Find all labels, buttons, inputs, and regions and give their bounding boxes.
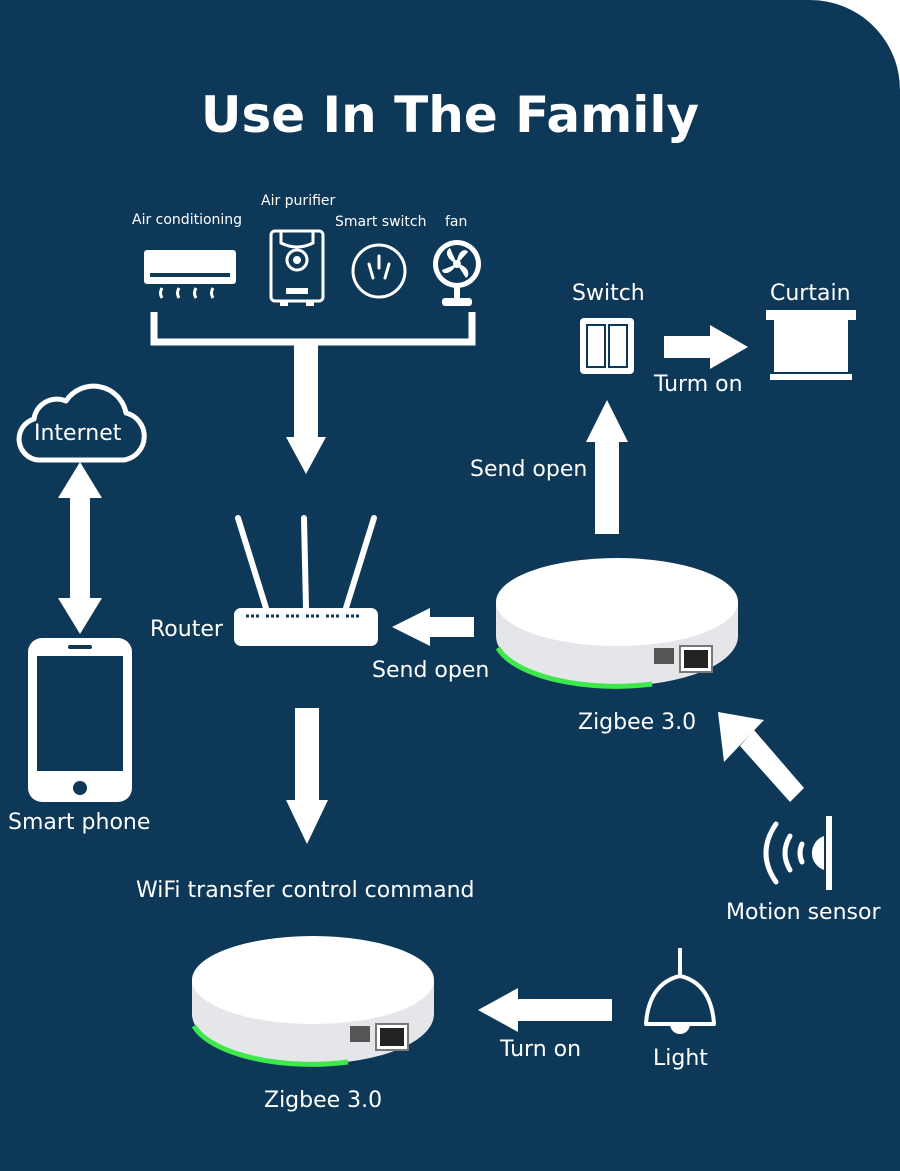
light-label: Light [653, 1046, 708, 1071]
zigbee-hub-bottom-icon [191, 936, 434, 1067]
internet-cloud-icon [16, 383, 147, 463]
turm-on-label: Turm on [654, 372, 743, 397]
curtain-icon [766, 310, 856, 380]
switch-label: Switch [572, 281, 645, 306]
turn-on-label: Turn on [500, 1037, 582, 1062]
zigbee-hub-bottom-label: Zigbee 3.0 [264, 1088, 383, 1113]
air-purifier-label: Air purifier [261, 193, 336, 209]
smartphone-icon [28, 638, 132, 802]
smart-phone-label: Smart phone [8, 810, 151, 835]
wifi-transfer-label: WiFi transfer control command [136, 878, 475, 903]
router-down-arrow [286, 708, 328, 844]
internet-label: Internet [34, 421, 122, 446]
air-conditioning-label: Air conditioning [132, 212, 243, 228]
zigbee-hub-top-label: Zigbee 3.0 [578, 710, 697, 735]
hub-to-router-arrow [392, 608, 474, 646]
smart-switch-icon [351, 243, 407, 299]
light-to-hub-arrow [478, 988, 612, 1032]
wall-switch-icon [580, 318, 634, 374]
sensor-to-hub-arrow [718, 712, 804, 802]
curtain-label: Curtain [770, 281, 851, 306]
smart-switch-label: Smart switch [335, 214, 427, 230]
zigbee-hub-top-icon [495, 558, 738, 689]
switch-to-curtain-arrow [664, 325, 748, 369]
motion-sensor-icon [763, 816, 832, 890]
hub-to-switch-arrow [586, 400, 628, 534]
page-title: Use In The Family [200, 86, 700, 144]
pendant-light-icon [644, 948, 716, 1034]
appliances-to-router-arrow [150, 312, 476, 474]
router-icon [234, 515, 378, 646]
send-open-up-label: Send open [470, 457, 588, 482]
send-open-left-label: Send open [372, 658, 490, 683]
router-label: Router [150, 617, 223, 642]
air-conditioner-icon [144, 250, 236, 299]
internet-phone-double-arrow [58, 462, 102, 634]
air-purifier-icon [269, 229, 325, 306]
fan-label: fan [445, 214, 468, 230]
fan-icon [433, 240, 481, 306]
motion-sensor-label: Motion sensor [726, 900, 881, 925]
